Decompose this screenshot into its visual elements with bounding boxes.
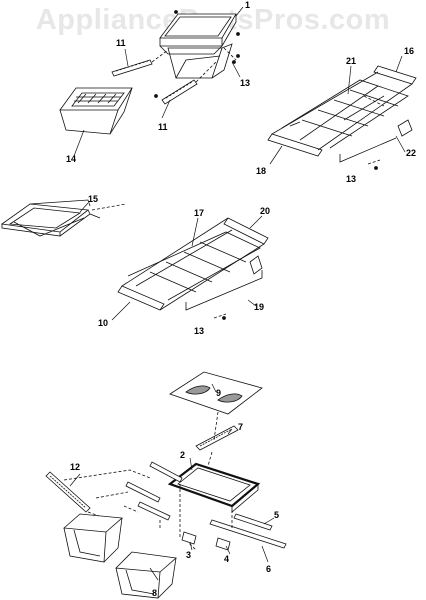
part-label-13b: 13 <box>346 174 356 184</box>
screw-13-top <box>374 166 378 170</box>
shelf-frame-assembly-2 <box>117 217 269 311</box>
part-label-11b: 11 <box>158 122 168 132</box>
part-label-8: 8 <box>152 588 157 598</box>
part-label-17: 17 <box>194 208 204 218</box>
part-label-9: 9 <box>216 388 221 398</box>
small-brackets-bottom <box>181 531 231 551</box>
part-label-13a: 13 <box>240 78 250 88</box>
part-label-20: 20 <box>260 206 270 216</box>
slide-rail-right <box>161 79 198 105</box>
part-label-10: 10 <box>98 318 108 328</box>
part-label-1: 1 <box>245 0 250 10</box>
part-label-11a: 11 <box>116 38 126 48</box>
screw-13-middle <box>222 316 226 320</box>
leader-lines-top-right <box>363 95 385 165</box>
part-label-3: 3 <box>186 550 191 560</box>
part-label-22: 22 <box>406 148 416 158</box>
crisper-cover-glass-9 <box>169 371 263 415</box>
crisper-frame-2 <box>167 462 261 513</box>
part-labels: 1 11 13 11 14 21 16 18 22 13 15 17 20 10… <box>66 0 416 598</box>
crisper-drawer-8 <box>115 551 177 599</box>
part-label-4: 4 <box>224 554 229 564</box>
rail-7 <box>195 425 239 451</box>
leader-lines-top-left <box>151 47 237 83</box>
part-label-16: 16 <box>404 46 414 56</box>
part-label-21: 21 <box>346 56 356 66</box>
label-pointers <box>69 6 406 581</box>
crisper-cover-assembly <box>159 13 237 79</box>
crisper-drawer-14 <box>59 87 133 135</box>
part-label-13c: 13 <box>194 326 204 336</box>
part-label-6: 6 <box>266 564 271 574</box>
part-label-12: 12 <box>70 462 80 472</box>
part-label-14: 14 <box>66 154 76 164</box>
part-label-15: 15 <box>88 194 98 204</box>
part-label-7: 7 <box>238 422 243 432</box>
glass-shelf-15 <box>0 199 101 237</box>
crisper-drawer-left <box>63 513 123 563</box>
slide-rails-bottom <box>125 461 287 549</box>
screws-top-left <box>154 10 240 98</box>
part-label-19: 19 <box>254 302 264 312</box>
slide-rail-left <box>111 59 153 77</box>
leader-line-15 <box>91 203 127 211</box>
rail-12 <box>45 471 91 513</box>
part-label-2: 2 <box>180 450 185 460</box>
shelf-frame-assembly <box>267 65 417 163</box>
part-label-5: 5 <box>274 510 279 520</box>
part-label-18: 18 <box>256 166 266 176</box>
leader-lines-middle <box>213 313 227 319</box>
